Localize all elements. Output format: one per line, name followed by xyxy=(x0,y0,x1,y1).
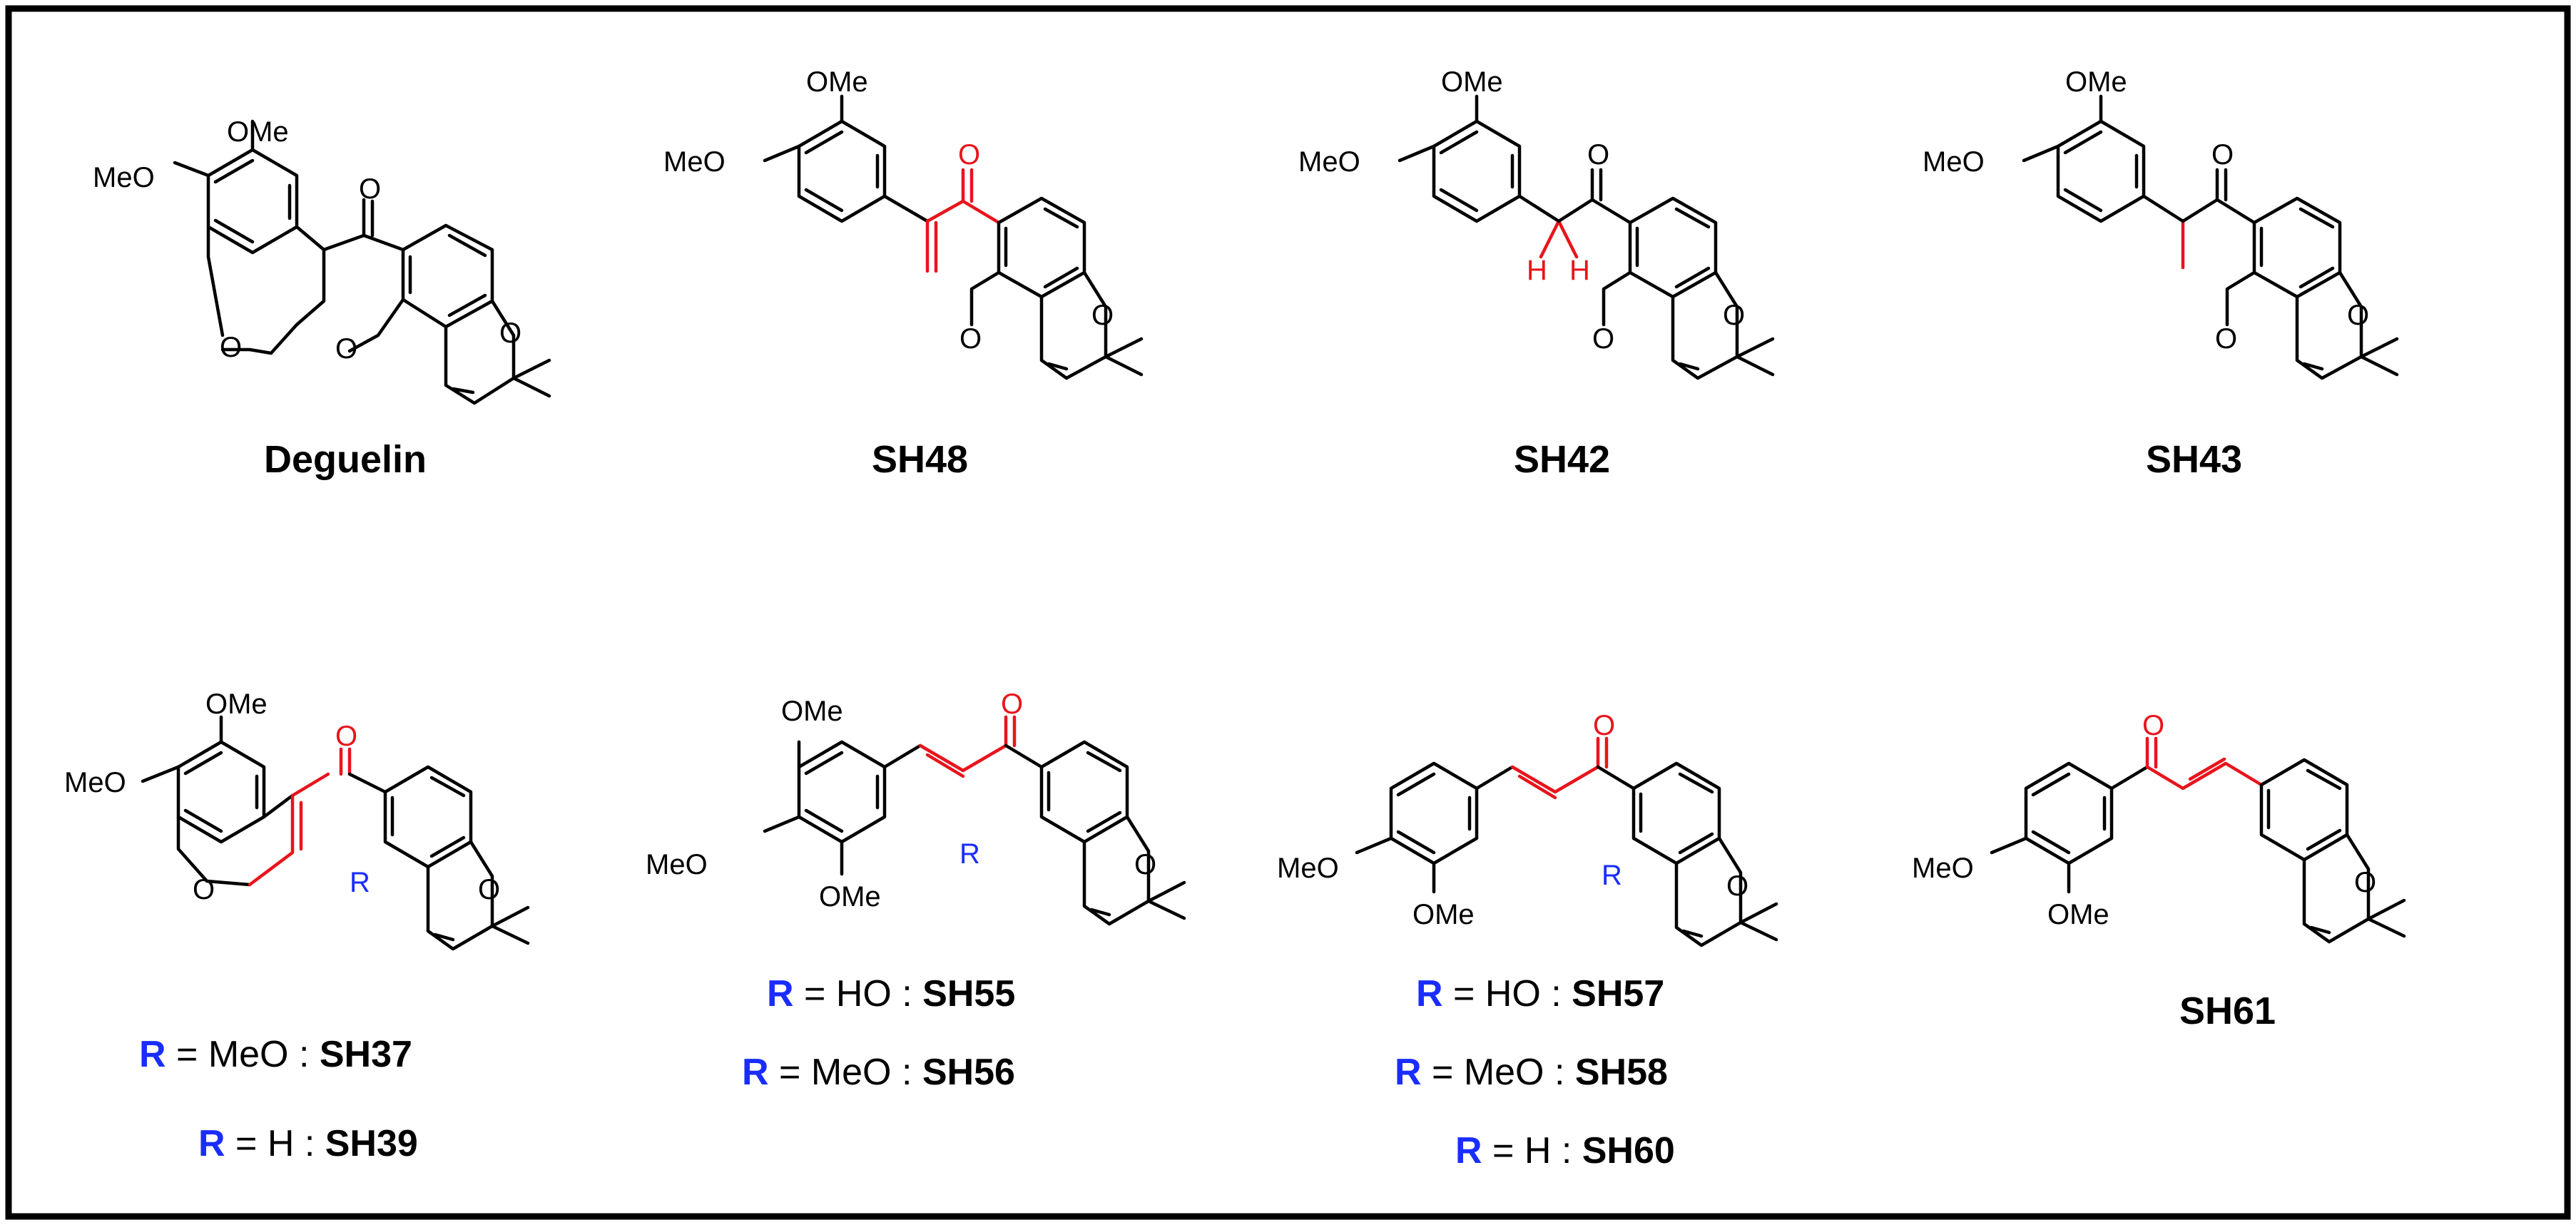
deguelin-structure xyxy=(173,119,551,405)
sh55-meo-left: MeO xyxy=(646,849,708,880)
sh55-ring-o: O xyxy=(1134,849,1156,880)
sh37-ketone-o: O xyxy=(335,721,357,752)
deguelin-ring-o3: O xyxy=(499,317,521,349)
sh61-ring-o: O xyxy=(2354,867,2376,898)
sh42-ketone-o: O xyxy=(1587,139,1609,171)
sh57-ring-o: O xyxy=(1726,870,1748,902)
sh43-ether-o: O xyxy=(2215,323,2237,355)
sh43-label: SH43 xyxy=(2146,438,2242,481)
sh48-structure xyxy=(763,94,1144,380)
deguelin-ring-o2: O xyxy=(335,333,357,365)
sh43-ome-label: OMe xyxy=(2065,66,2127,98)
deguelin-ome-label: OMe xyxy=(227,116,289,148)
sh42-meo-label: MeO xyxy=(1298,146,1360,178)
sh37-ring-o: O xyxy=(478,874,500,905)
sh37-r-substituent: R xyxy=(350,867,370,898)
sh55-r-substituent: R xyxy=(959,838,980,870)
sh42-structure xyxy=(1398,94,1775,380)
sh42-h1: H xyxy=(1527,255,1547,286)
sh48-label: SH48 xyxy=(872,438,968,481)
sh42-ome-label: OMe xyxy=(1441,66,1503,98)
sh55-ome-top: OMe xyxy=(781,696,843,727)
sh37-chromene-o: O xyxy=(193,874,215,905)
sh48-ketone-o: O xyxy=(958,139,980,171)
sh55-sh56-structure xyxy=(763,715,1186,926)
deguelin-ring-o1: O xyxy=(220,332,242,363)
sh48-ring-o: O xyxy=(1091,300,1114,331)
sh55-ome-bottom: OMe xyxy=(819,881,881,913)
sh61-ketone-o: O xyxy=(2142,710,2164,741)
sh43-ring-o: O xyxy=(2347,300,2369,331)
sh48-meo-label: MeO xyxy=(663,146,726,178)
sh39-definition: R = H : SH39 xyxy=(198,1123,418,1164)
sh43-ketone-o: O xyxy=(2211,139,2234,171)
sh42-ring-o: O xyxy=(1723,300,1745,331)
sh61-ome-label: OMe xyxy=(2047,899,2109,930)
sh57-definition: R = HO : SH57 xyxy=(1416,973,1664,1015)
sh48-ome-label: OMe xyxy=(806,66,868,98)
sh57-r-substituent: R xyxy=(1602,860,1622,891)
deguelin-label: Deguelin xyxy=(264,438,427,481)
sh37-meo-label: MeO xyxy=(64,767,126,798)
sh57-sh58-sh60-structure xyxy=(1355,736,1778,947)
sh42-ether-o: O xyxy=(1592,323,1614,355)
figure-border xyxy=(5,5,2571,1220)
sh57-ketone-o: O xyxy=(1593,710,1615,741)
sh43-meo-label: MeO xyxy=(1923,146,1985,178)
sh57-meo-label: MeO xyxy=(1277,853,1339,884)
sh61-label: SH61 xyxy=(2179,990,2276,1032)
sh43-structure xyxy=(2022,94,2399,380)
sh56-definition: R = MeO : SH56 xyxy=(742,1052,1015,1093)
sh42-h2: H xyxy=(1569,255,1590,286)
sh37-ome-label: OMe xyxy=(205,688,268,720)
deguelin-ketone-o: O xyxy=(359,173,381,205)
deguelin-meo-label: MeO xyxy=(93,162,155,193)
sh55-ketone-o: O xyxy=(1001,688,1023,720)
sh37-sh39-structure xyxy=(141,715,530,951)
sh61-meo-label: MeO xyxy=(1912,853,1974,884)
sh57-ome-label: OMe xyxy=(1412,899,1475,930)
sh58-definition: R = MeO : SH58 xyxy=(1395,1052,1668,1093)
sh61-structure xyxy=(1990,736,2406,944)
sh42-label: SH42 xyxy=(1514,438,1610,481)
sh55-definition: R = HO : SH55 xyxy=(767,973,1015,1015)
sh60-definition: R = H : SH60 xyxy=(1455,1130,1675,1171)
sh37-definition: R = MeO : SH37 xyxy=(139,1034,412,1075)
sh48-ether-o: O xyxy=(959,323,982,355)
